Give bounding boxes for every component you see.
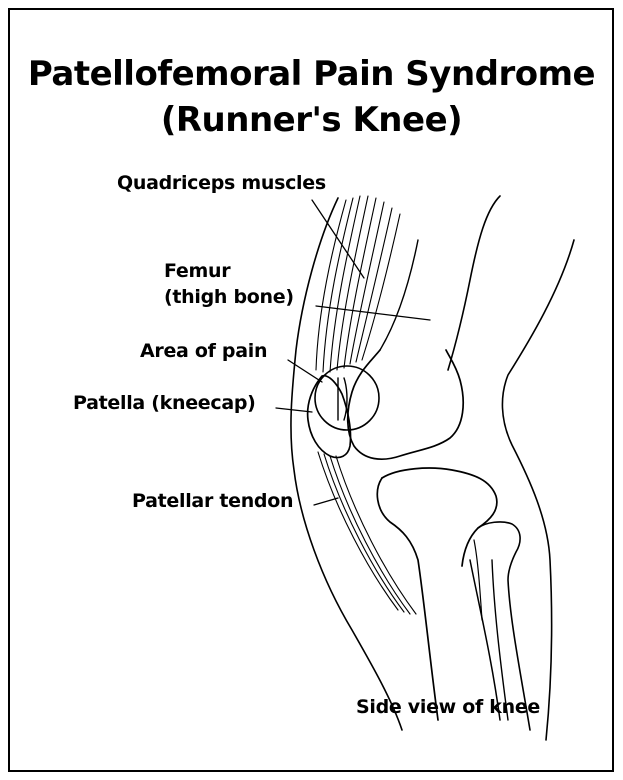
label-femur-subtitle: (thigh bone) <box>164 286 294 308</box>
label-quadriceps: Quadriceps muscles <box>117 172 326 194</box>
patella-leader-line <box>276 408 312 412</box>
femur-leader-line <box>316 306 430 320</box>
figure-caption: Side view of knee <box>356 696 540 718</box>
skin-outline-back <box>502 240 574 740</box>
label-patellar-tendon: Patellar tendon <box>132 490 293 512</box>
patellar-tendon-fibers <box>318 452 416 614</box>
femur-shaft-back <box>448 196 500 370</box>
label-patella: Patella (kneecap) <box>73 392 256 414</box>
label-femur: Femur <box>164 260 230 282</box>
pain-area-detail <box>338 378 347 420</box>
tibia-plateau <box>377 478 438 720</box>
label-area-of-pain: Area of pain <box>140 340 267 362</box>
tendon-leader-line <box>314 498 338 505</box>
patella-bone <box>308 376 351 458</box>
femur-shaft-front <box>380 240 418 350</box>
tibia-top <box>382 468 497 566</box>
quadriceps-fibers <box>316 196 400 372</box>
fibula-line <box>474 540 482 620</box>
femur-condyle <box>348 350 463 459</box>
